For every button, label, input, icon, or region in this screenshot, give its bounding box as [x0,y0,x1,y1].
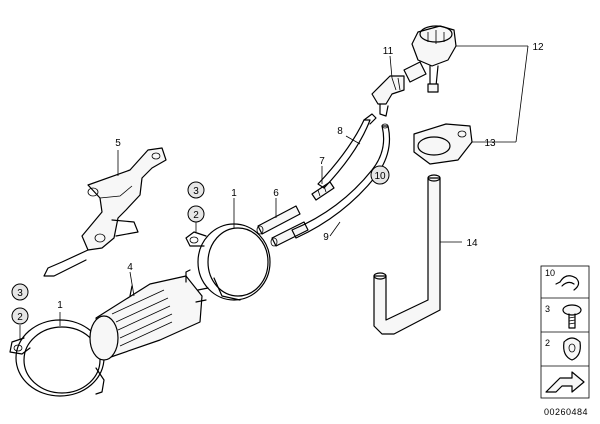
circled-callouts: 3 2 3 2 10 [11,165,390,325]
callout-circle-2-left [11,307,29,325]
clamp-band-upper [185,223,271,301]
clamp-band-lower [9,319,105,397]
callout-labels: 1 1 4 5 6 7 8 9 11 12 13 14 [57,42,544,311]
screw-icon [562,304,582,329]
activated-charcoal-canister [89,269,209,361]
callout-2-left: 2 [17,312,23,323]
bracket-part-5 [43,147,167,277]
connector-7 [311,181,335,201]
callout-3-upper: 3 [193,186,199,197]
callout-7: 7 [319,156,325,167]
arrow-icon [545,371,585,393]
callout-3-left: 3 [17,288,23,299]
callout-circle-2-upper [187,205,205,223]
callout-1-upper: 1 [231,188,237,199]
spring-clip-icon [555,275,580,291]
callout-circle-3-left [11,283,29,301]
washer-icon [563,337,581,361]
pipe-14 [373,174,441,335]
legend-label-10: 10 [545,268,555,278]
hose-9 [291,123,391,239]
valve-12 [403,25,457,93]
callout-6: 6 [273,188,279,199]
callout-13: 13 [484,138,496,149]
callout-1-lower: 1 [57,300,63,311]
callout-14: 14 [466,238,478,249]
hose-8 [317,113,377,189]
small-parts-legend: 10 3 2 [540,265,590,399]
elbow-fitting-11 [371,75,405,117]
callout-5: 5 [115,138,121,149]
callout-9: 9 [323,232,329,243]
diagram-code: 00260484 [543,407,588,417]
callout-circle-3-upper [187,181,205,199]
legend-label-3: 3 [545,304,550,314]
callout-circle-10 [370,165,390,185]
callout-12: 12 [532,42,544,53]
holder-ring-13 [413,123,473,165]
callout-11: 11 [383,46,394,57]
legend-label-2: 2 [545,338,550,348]
hose-piece-6 [256,205,309,247]
callout-10: 10 [374,171,386,182]
callout-2-upper: 2 [193,210,199,221]
callout-4: 4 [127,262,133,273]
callout-8: 8 [337,126,343,137]
